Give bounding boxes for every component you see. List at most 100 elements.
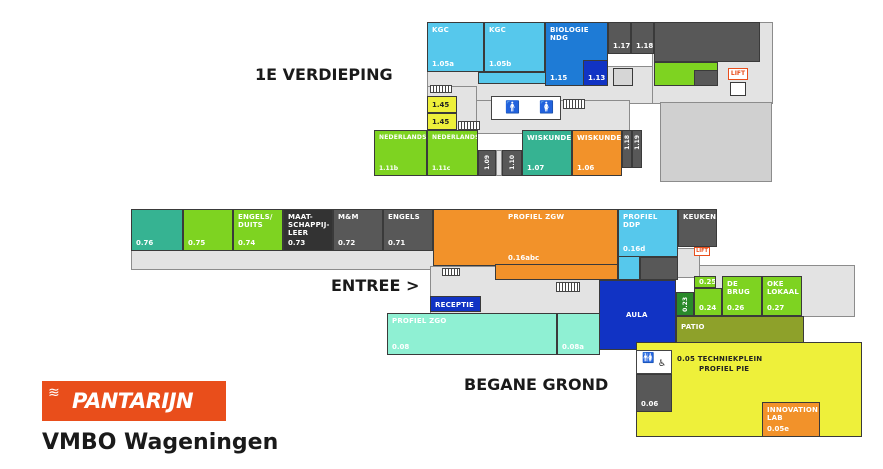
room-1-17[interactable]: 1.17 bbox=[608, 22, 631, 54]
pantarijn-logo: ≋ PANTARIJN bbox=[42, 381, 226, 421]
room-label: PROFIEL PIE bbox=[699, 365, 750, 373]
room-label: RECEPTIE bbox=[435, 301, 474, 309]
room-number: 0.76 bbox=[136, 239, 154, 247]
room-kgc-1-05a[interactable]: KGC 1.05a bbox=[427, 22, 484, 72]
room-1-13[interactable]: 1.13 bbox=[583, 60, 608, 86]
room-keuken[interactable]: KEUKEN bbox=[678, 209, 717, 247]
room-profiel-zgw-0-16abc[interactable]: PROFIEL ZGW 0.16abc bbox=[433, 209, 618, 266]
room-number: 1.09 bbox=[484, 155, 491, 170]
ddp-lower-extension bbox=[618, 256, 640, 280]
room-label: ENGELS/ DUITS bbox=[238, 213, 273, 229]
room-1-18-b[interactable]: 1.18 bbox=[622, 130, 632, 168]
room-label: PROFIEL DDP bbox=[623, 213, 658, 229]
room-0-76[interactable]: 0.76 bbox=[131, 209, 183, 251]
room-0-25[interactable]: 0.25 bbox=[694, 276, 716, 288]
room-oke-lokaal-0-27[interactable]: OKE LOKAAL 0.27 bbox=[762, 276, 802, 316]
heading-entrance: ENTREE > bbox=[331, 276, 420, 295]
room-number: 0.26 bbox=[727, 304, 745, 312]
upper-wc-block: 🚹 🚺 bbox=[491, 96, 561, 120]
room-label: ENGELS bbox=[388, 213, 420, 221]
lift-upper: LIFT bbox=[728, 68, 748, 80]
room-number: 1.15 bbox=[550, 74, 568, 82]
room-1-18[interactable]: 1.18 bbox=[631, 22, 654, 54]
room-wiskunde-1-06[interactable]: WISKUNDE 1.06 bbox=[572, 130, 622, 176]
room-number: 1.05b bbox=[489, 60, 512, 68]
room-number: 1.13 bbox=[588, 74, 606, 82]
upper-white-box bbox=[730, 82, 746, 96]
upper-corridor-stub bbox=[496, 150, 502, 176]
room-1-10[interactable]: 1.10 bbox=[502, 150, 522, 176]
room-0-75[interactable]: 0.75 bbox=[183, 209, 233, 251]
ground-corridor-left bbox=[131, 250, 434, 270]
room-label: INNOVATION LAB bbox=[767, 406, 819, 422]
room-number: 0.06 bbox=[641, 400, 659, 408]
room-maatschappijleer-0-73[interactable]: MAAT-SCHAPPIJ-LEER 0.73 bbox=[283, 209, 333, 251]
zgw-lower-extension bbox=[495, 264, 618, 280]
room-0-08a[interactable]: 0.08a bbox=[557, 313, 600, 355]
room-innovation-lab-0-05e[interactable]: INNOVATION LAB 0.05e bbox=[762, 402, 820, 437]
room-number: 0.73 bbox=[288, 239, 306, 247]
upper-stairs-3 bbox=[458, 121, 480, 130]
room-number: 1.05a bbox=[432, 60, 454, 68]
room-0-06[interactable]: 0.06 bbox=[636, 374, 672, 412]
room-1-45-b[interactable]: 1.45 bbox=[427, 113, 457, 130]
room-profiel-ddp-0-16d[interactable]: PROFIEL DDP 0.16d bbox=[618, 209, 678, 257]
room-label: PROFIEL ZGO bbox=[392, 317, 447, 325]
room-number: 0.24 bbox=[699, 304, 717, 312]
lift-ground: LIFT bbox=[694, 247, 710, 256]
room-number: 0.08 bbox=[392, 343, 410, 351]
room-label: 0.05 TECHNIEKPLEIN bbox=[677, 355, 763, 363]
ground-stairs-1 bbox=[442, 268, 460, 276]
room-nederlands-1-11b[interactable]: NEDERLANDS 1.11b bbox=[374, 130, 427, 176]
room-number: 0.74 bbox=[238, 239, 256, 247]
room-number: 0.75 bbox=[188, 239, 206, 247]
heading-upper-floor: 1E VERDIEPING bbox=[255, 65, 393, 84]
room-0-23[interactable]: 0.23 bbox=[676, 292, 694, 316]
room-receptie[interactable]: RECEPTIE bbox=[430, 296, 481, 312]
room-1-09[interactable]: 1.09 bbox=[478, 150, 496, 176]
room-number: 0.16d bbox=[623, 245, 646, 253]
room-number: 1.07 bbox=[527, 164, 545, 172]
room-number: 0.05e bbox=[767, 425, 790, 433]
room-number: 1.18 bbox=[636, 42, 654, 50]
room-number: 0.72 bbox=[338, 239, 356, 247]
toilet-icon: 🚺 bbox=[539, 100, 554, 114]
upper-grey-block bbox=[660, 102, 772, 182]
room-number: 1.10 bbox=[509, 155, 516, 170]
room-de-brug-0-26[interactable]: DE BRUG 0.26 bbox=[722, 276, 762, 316]
room-engels-0-71[interactable]: ENGELS 0.71 bbox=[383, 209, 433, 251]
room-number: 1.45 bbox=[432, 101, 450, 109]
room-number: 0.71 bbox=[388, 239, 406, 247]
room-aula[interactable]: AULA bbox=[599, 280, 676, 350]
room-number: 0.27 bbox=[767, 304, 785, 312]
room-number: 0.08a bbox=[562, 343, 584, 351]
ground-stairs-2 bbox=[556, 282, 580, 292]
room-label: AULA bbox=[626, 311, 648, 319]
school-name: VMBO Wageningen bbox=[42, 430, 279, 455]
room-wiskunde-1-07[interactable]: WISKUNDE 1.07 bbox=[522, 130, 572, 176]
room-label: KGC bbox=[489, 26, 506, 34]
upper-small-blue bbox=[478, 72, 546, 84]
accessible-toilet-icon: ♿ bbox=[658, 359, 667, 369]
heading-ground-floor: BEGANE GROND bbox=[464, 375, 609, 394]
room-1-45-a[interactable]: 1.45 bbox=[427, 96, 457, 113]
room-mm-0-72[interactable]: M&M 0.72 bbox=[333, 209, 383, 251]
room-nederlands-1-11c[interactable]: NEDERLANDS 1.11c bbox=[427, 130, 478, 176]
room-label: OKE LOKAAL bbox=[767, 280, 800, 296]
room-label: M&M bbox=[338, 213, 359, 221]
upper-stairs-1 bbox=[430, 85, 452, 93]
room-label: KGC bbox=[432, 26, 449, 34]
room-engels-duits-0-74[interactable]: ENGELS/ DUITS 0.74 bbox=[233, 209, 283, 251]
room-1-19[interactable]: 1.19 bbox=[632, 130, 642, 168]
room-label: KEUKEN bbox=[683, 213, 717, 221]
room-number: 1.18 bbox=[624, 135, 631, 150]
ground-wc-block: 🚻 ♿ bbox=[636, 350, 672, 374]
room-number: 0.16abc bbox=[508, 254, 540, 262]
room-kgc-1-05b[interactable]: KGC 1.05b bbox=[484, 22, 545, 72]
waves-icon: ≋ bbox=[48, 385, 60, 401]
ground-dark-block bbox=[640, 257, 678, 280]
room-0-24[interactable]: 0.24 bbox=[694, 288, 722, 316]
room-profiel-zgo-0-08[interactable]: PROFIEL ZGO 0.08 bbox=[387, 313, 557, 355]
room-label: PROFIEL ZGW bbox=[508, 213, 565, 221]
